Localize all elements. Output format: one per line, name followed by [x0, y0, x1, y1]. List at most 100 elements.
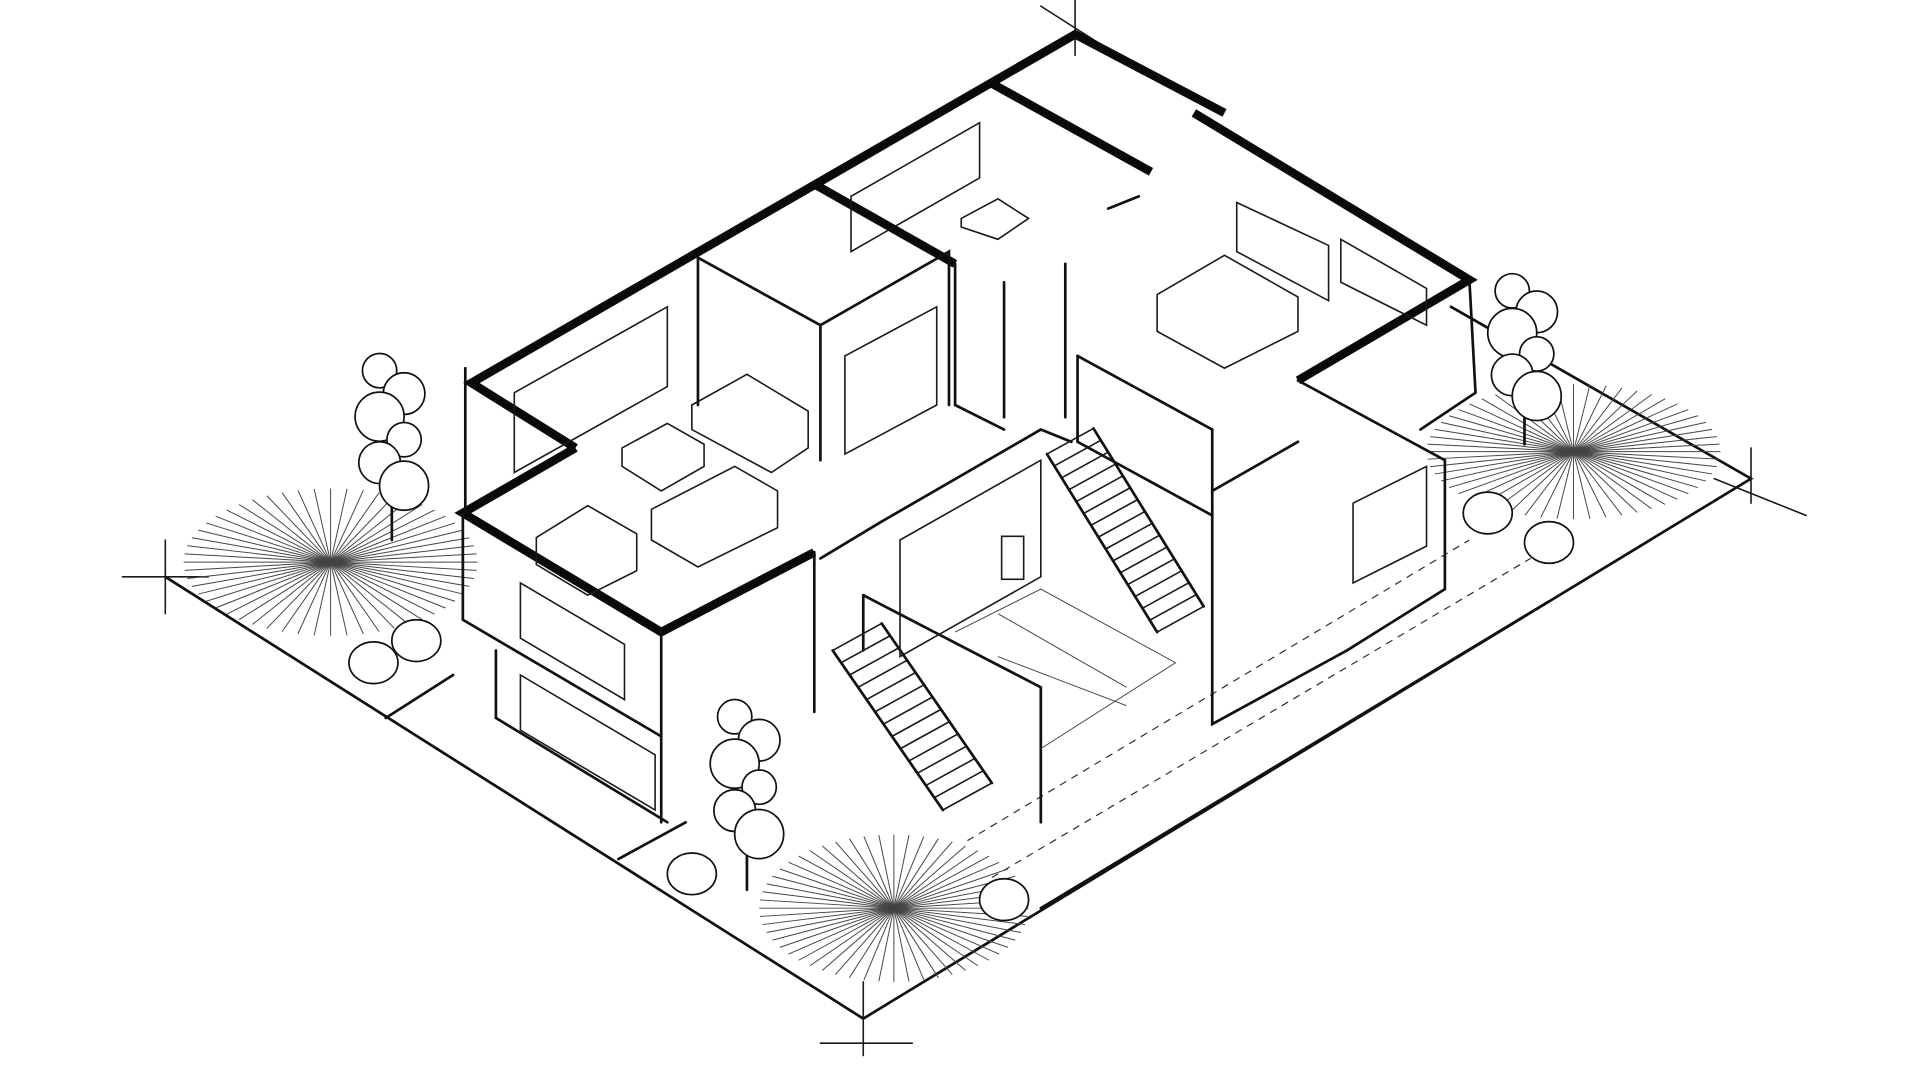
stair-step [1075, 475, 1124, 503]
stair-step [1104, 522, 1154, 550]
hatch-line [297, 561, 332, 635]
hatch-line [863, 907, 895, 981]
hatch-line [252, 561, 331, 625]
stair-step [925, 757, 976, 787]
hatch-line [330, 495, 395, 563]
hatch-line [330, 561, 410, 625]
stair-step [1134, 570, 1183, 598]
hatch-line [330, 492, 380, 563]
hatch-line [330, 561, 470, 587]
hatch-line [1427, 443, 1574, 453]
hatch-line [330, 561, 423, 621]
stair-step [1046, 427, 1095, 455]
bed [1156, 254, 1299, 370]
stairs [831, 427, 1206, 812]
staircase [831, 622, 994, 812]
hatch-line [281, 561, 332, 632]
hatch-line [215, 515, 331, 563]
hatch-line [1573, 443, 1720, 453]
tree-foliage [733, 808, 785, 860]
hatch-line [1573, 394, 1652, 453]
shrub [978, 877, 1030, 922]
hatch-line [893, 845, 966, 909]
stair-step [933, 769, 985, 799]
hatch-line [893, 861, 1000, 909]
staircase [1045, 427, 1206, 634]
lawn-sunburst [1426, 384, 1721, 520]
hatch-line [330, 515, 446, 563]
hatch-line [878, 834, 895, 909]
hatch-line [1481, 398, 1574, 453]
tree-foliage [378, 460, 430, 512]
hatch-line [330, 561, 364, 635]
house-walls [454, 29, 1478, 824]
hatch-line [266, 561, 331, 629]
hatch-line [893, 907, 1016, 941]
stair-step [1060, 451, 1109, 479]
hatch-line [893, 907, 1009, 948]
hatch-line [1573, 451, 1638, 513]
shrub [1523, 520, 1575, 565]
hatch-line [313, 488, 332, 563]
stair-step [1097, 510, 1146, 538]
hatch-line [1573, 385, 1607, 452]
shrub [390, 618, 442, 663]
hatch-line [238, 561, 331, 621]
hatch-line [835, 841, 895, 909]
hatch-line [1440, 421, 1574, 453]
hatch-line [330, 561, 380, 632]
tree-foliage [716, 698, 753, 735]
hatch-line [1573, 451, 1678, 500]
hatch-line [330, 561, 435, 615]
hatch-line [893, 836, 925, 909]
hatch-line [198, 561, 331, 595]
hatch-line [1573, 415, 1699, 453]
hatch-line [1572, 384, 1591, 452]
stair-step [942, 782, 993, 811]
hatch-line [330, 553, 477, 563]
hatch-line [893, 868, 1009, 909]
hatch-line [893, 907, 1022, 933]
ground-plate [121, 0, 1807, 1057]
hatch-line [863, 836, 895, 909]
hatch-line [313, 561, 332, 636]
hatch-line [1448, 451, 1574, 489]
hatch-line [766, 883, 894, 909]
hatch-line [330, 509, 435, 563]
stair-step [1149, 593, 1198, 621]
lawn-sunburst [183, 488, 478, 636]
stair-step [857, 659, 908, 689]
hatch-line [1573, 398, 1666, 453]
hatch-line [809, 850, 895, 909]
hatch-line [330, 561, 348, 636]
hatch-line [1573, 387, 1623, 452]
stair-step [1141, 581, 1190, 610]
tree [354, 352, 430, 542]
tree [709, 698, 785, 892]
hatch-line [1440, 451, 1574, 482]
hatch-line [772, 907, 895, 941]
hatch-line [893, 907, 953, 975]
hatch-line [330, 561, 474, 579]
hatch-line [330, 561, 446, 609]
hatch-line [762, 907, 894, 926]
stair-step [1156, 605, 1205, 633]
stair-stringer [831, 649, 945, 812]
hatch-line [760, 907, 894, 917]
stair-step [1119, 546, 1168, 574]
stair-stringer [1092, 427, 1206, 608]
hatch-line [1427, 451, 1574, 460]
stair-step [908, 733, 959, 762]
shrub [1462, 491, 1514, 535]
hatch-line [187, 545, 331, 563]
hatch-line [1573, 428, 1713, 453]
hatch-line [238, 504, 331, 563]
hatch-line [1430, 436, 1574, 453]
hatch-line [1573, 451, 1607, 518]
hatch-line [1573, 451, 1623, 516]
hatch-line [893, 907, 966, 971]
hatch-line [788, 907, 895, 955]
hatch-line [184, 553, 331, 563]
hatch-line [1573, 451, 1713, 475]
